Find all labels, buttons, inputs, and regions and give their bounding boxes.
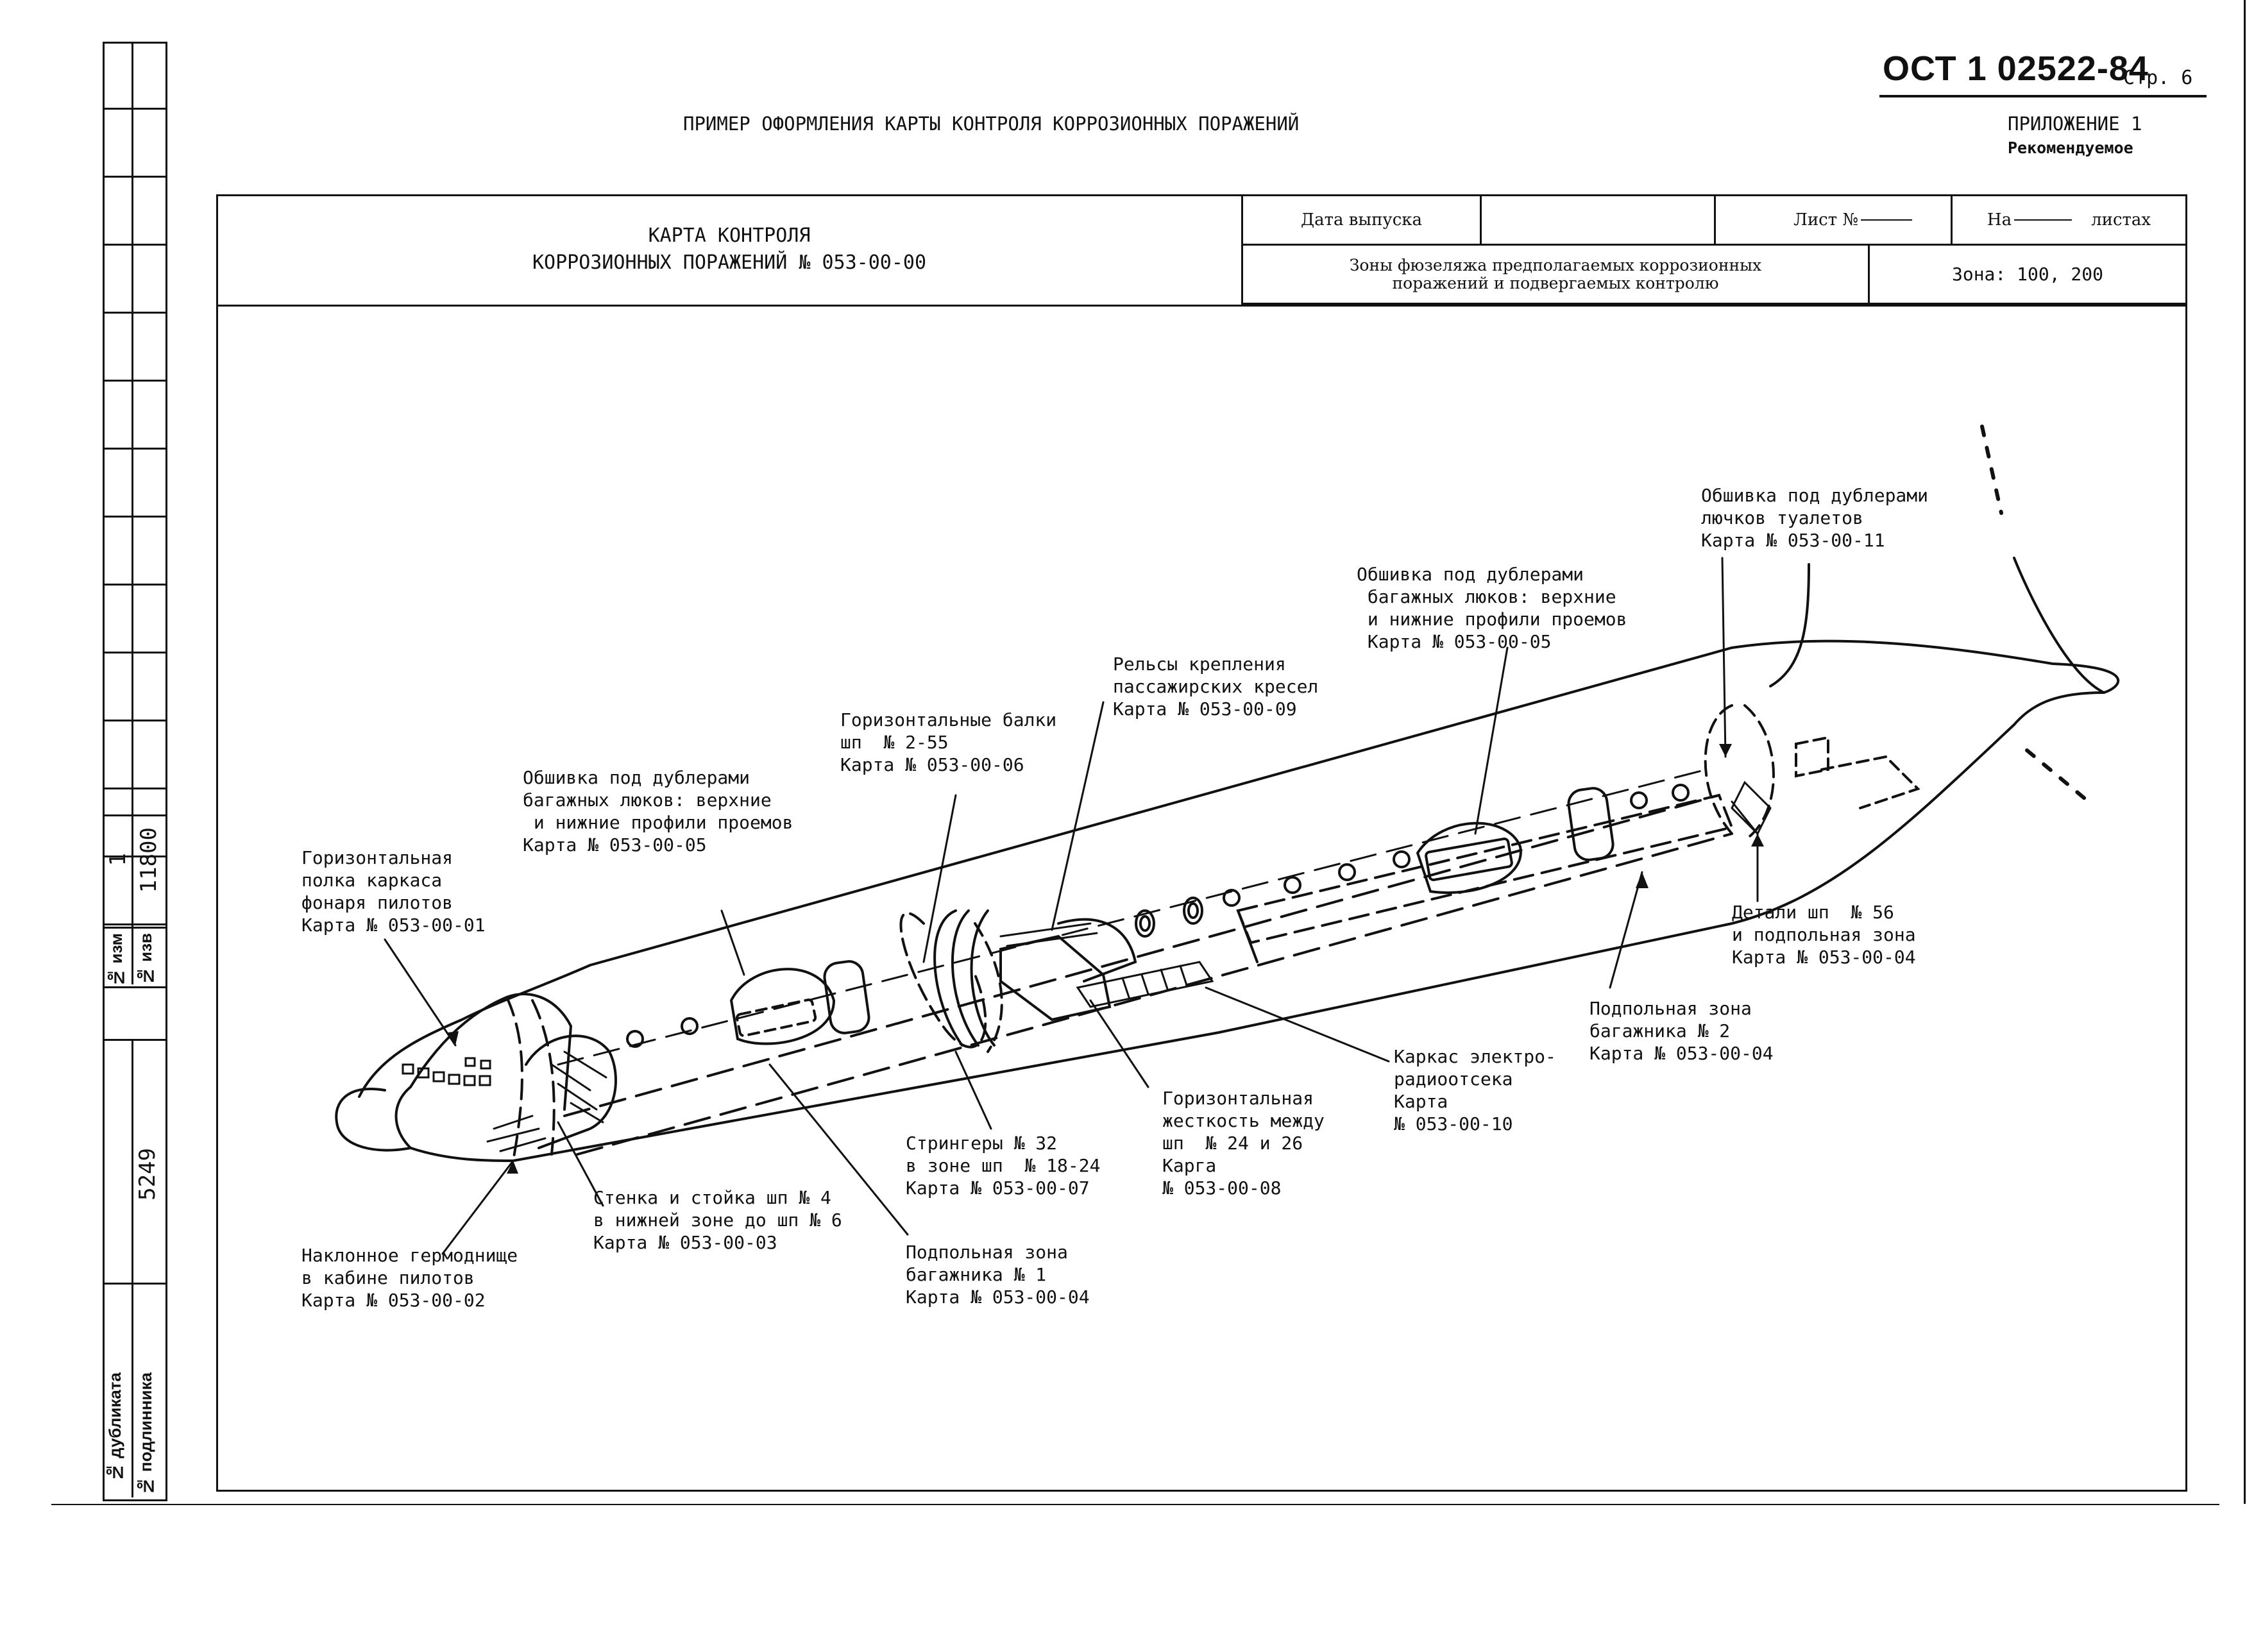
radio-bay-ribs xyxy=(1121,965,1188,999)
document-code: ОСТ 1 02522-84 xyxy=(1883,49,2149,88)
callout-inclined-bulkhead: Наклонное гермоднище в кабине пилотов Ка… xyxy=(301,1245,518,1311)
frame-ring-2 xyxy=(951,909,979,1047)
revision-box xyxy=(103,814,167,988)
original-box xyxy=(103,1039,167,1501)
zone-cell: Зона: 100, 200 xyxy=(1868,244,2187,305)
rear-door xyxy=(1567,787,1615,861)
arrowheads xyxy=(448,744,1764,1174)
original-divider xyxy=(103,1283,165,1285)
cargo-hatch-front-doubler xyxy=(735,999,817,1037)
frame-ring-3 xyxy=(970,909,996,1047)
rear-frame-box xyxy=(1731,780,1772,836)
callout-canopy-shelf: Горизонтальная полка каркаса фонаря пило… xyxy=(301,847,486,936)
stamp-ticks xyxy=(103,42,165,984)
floor-line-mid xyxy=(557,768,1708,1066)
radio-bay xyxy=(1076,961,1214,1008)
callout-horizontal-stiffener: Горизонтальная жесткость между шп № 24 и… xyxy=(1162,1088,1325,1199)
engine-nacelle xyxy=(1769,563,1810,687)
frame-ring-outer xyxy=(899,912,987,1049)
beam-box xyxy=(1057,918,1137,982)
callout-frame-4-wall: Стенка и стойка шп № 4 в нижней зоне до … xyxy=(593,1187,842,1253)
seat-rail-box xyxy=(999,934,1112,1022)
card-frame xyxy=(216,194,2187,1492)
page-number: Стр. 6 xyxy=(2123,67,2193,89)
bulkhead-hatch-1 xyxy=(550,1050,607,1124)
floor-line-upper xyxy=(563,794,1720,1117)
frame-ring-1 xyxy=(933,909,963,1047)
revision-divider xyxy=(103,927,165,929)
callout-underfloor-cargo-1: Подпольная зона багажника № 1 Карта № 05… xyxy=(906,1242,1090,1308)
nose-cap xyxy=(335,1088,412,1152)
tail-fin-lower xyxy=(2025,748,2087,800)
seat-rail-lines xyxy=(999,922,1098,947)
cockpit-windows xyxy=(402,1057,491,1086)
rear-compartment-2 xyxy=(1820,755,1920,809)
callout-radio-bay: Каркас электро- радиоотсека Карта № 053-… xyxy=(1394,1046,1556,1134)
revision-divider xyxy=(131,814,133,984)
document-title: ПРИМЕР ОФОРМЛЕНИЯ КАРТЫ КОНТРОЛЯ КОРРОЗИ… xyxy=(683,113,1300,135)
nose-inner xyxy=(394,1086,412,1149)
callout-frame-56: Детали шп № 56 и подпольная зона Карта №… xyxy=(1732,902,1916,968)
bottom-rule xyxy=(51,1504,2219,1505)
fuselage-lower-contour xyxy=(409,723,2015,1163)
document-code-underline xyxy=(1879,95,2207,97)
front-door xyxy=(823,960,870,1034)
sheets-total-blank xyxy=(2014,219,2072,221)
bulkhead-hatch-2 xyxy=(486,1115,547,1152)
cargo-hatch-rear-doubler xyxy=(1425,837,1513,882)
callout-horizontal-beams: Горизонтальные балки шп № 2-55 Карта № 0… xyxy=(840,709,1057,775)
card-title-line2: КОРРОЗИОННЫХ ПОРАЖЕНИЙ № 053-00-00 xyxy=(532,251,927,274)
right-frame-rule xyxy=(2244,0,2246,1504)
passenger-windows xyxy=(626,784,1690,1048)
appendix-note: Рекомендуемое xyxy=(2008,139,2133,157)
frame-ring-4 xyxy=(974,922,1003,1053)
callout-lavatory-hatches: Обшивка под дублерами лючков туалетов Ка… xyxy=(1701,485,1929,551)
cockpit-frame-2 xyxy=(531,999,555,1156)
card-title-line1: КАРТА КОНТРОЛЯ xyxy=(648,224,811,247)
rear-bulkhead xyxy=(1704,704,1733,835)
leader-lines xyxy=(384,557,1759,1255)
callout-underfloor-cargo-2: Подпольная зона багажника № 2 Карта № 05… xyxy=(1589,998,1774,1064)
appendix-label: ПРИЛОЖЕНИЕ 1 xyxy=(2008,113,2142,135)
cargo-hatch-front xyxy=(729,968,836,1045)
card-title: КАРТА КОНТРОЛЯ КОРРОЗИОННЫХ ПОРАЖЕНИЙ № … xyxy=(216,194,1242,305)
rear-bulkhead-2 xyxy=(1743,704,1775,841)
tail-fin-dashed xyxy=(1980,425,2003,515)
cockpit-canopy xyxy=(409,993,573,1111)
sheet-number-blank xyxy=(1861,219,1912,221)
callout-cargo-hatch-front: Обшивка под дублерами багажных люков: ве… xyxy=(523,767,793,856)
card-header-bottom xyxy=(216,305,2187,307)
tail-fin-leading xyxy=(2013,557,2105,694)
callout-stringers: Стрингеры № 32 в зоне шп № 18-24 Карта №… xyxy=(906,1133,1101,1199)
original-divider xyxy=(131,1039,133,1497)
margin-rule xyxy=(165,42,167,1497)
callout-seat-rails: Рельсы крепления пассажирских кресел Кар… xyxy=(1113,653,1319,720)
callout-cargo-hatch-rear: Обшивка под дублерами багажных люков: ве… xyxy=(1357,564,1627,652)
underfloor-box-rear-side xyxy=(1237,909,1259,963)
underfloor-box-rear xyxy=(1236,793,1734,945)
